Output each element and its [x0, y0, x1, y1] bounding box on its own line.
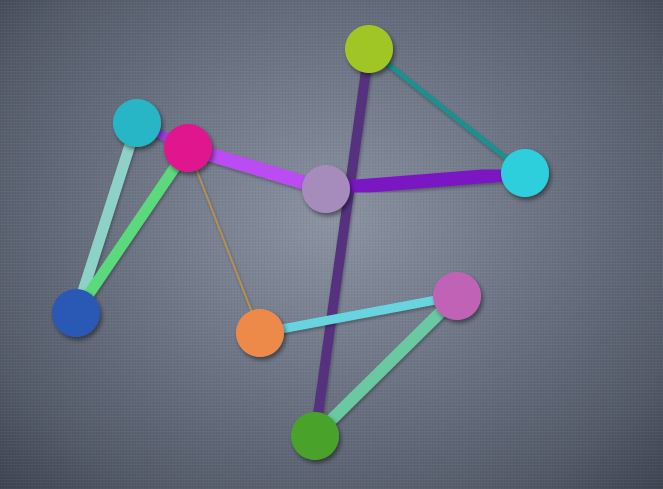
- node-blue[interactable]: [52, 289, 100, 337]
- node-lime[interactable]: [345, 25, 393, 73]
- node-pink[interactable]: [433, 272, 481, 320]
- node-magenta[interactable]: [164, 124, 212, 172]
- edge-magenta-orange: [187, 147, 261, 334]
- edge-teal-blue: [70, 121, 143, 315]
- node-cyan[interactable]: [501, 149, 549, 197]
- node-green[interactable]: [291, 412, 339, 460]
- node-teal[interactable]: [113, 99, 161, 147]
- edge-lime-green: [310, 48, 374, 437]
- edge-magenta-blue: [71, 144, 193, 317]
- node-orange[interactable]: [236, 309, 284, 357]
- nodes-layer: [52, 25, 549, 460]
- edge-pink-green: [310, 291, 462, 441]
- edge-lime-cyan: [367, 47, 527, 175]
- edge-lavender-cyan: [325, 166, 526, 196]
- node-lavender[interactable]: [302, 165, 350, 213]
- edge-orange-pink: [259, 291, 458, 338]
